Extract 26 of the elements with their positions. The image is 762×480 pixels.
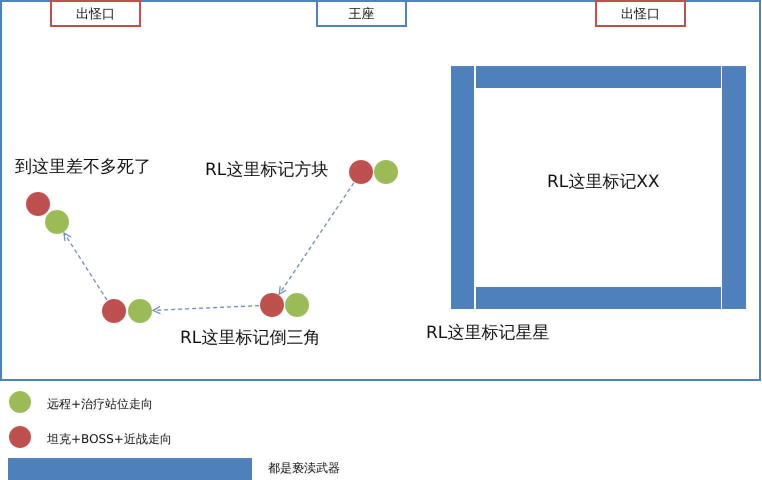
- legend-text: 都是亵渎武器: [268, 461, 340, 476]
- note-text: RL这里标记倒三角: [180, 328, 320, 348]
- legend-text: 坦克+BOSS+近战走向: [47, 432, 172, 446]
- position-marker: [128, 299, 152, 323]
- weapon-bar: [476, 287, 721, 309]
- spawn-label-box: 出怪口: [595, 0, 686, 27]
- position-marker: [374, 160, 398, 184]
- weapon-bar: [451, 66, 474, 309]
- position-marker: [260, 293, 284, 317]
- note-text: RL这里标记星星: [426, 323, 550, 344]
- dashed-arrow: [152, 304, 260, 314]
- legend-text: 远程+治疗站位走向: [47, 397, 154, 412]
- position-marker: [349, 160, 373, 184]
- weapon-bar: [476, 66, 721, 88]
- position-marker: [26, 192, 50, 216]
- note-text: 到这里差不多死了: [15, 157, 151, 178]
- position-marker: [102, 299, 126, 323]
- weapon-bar: [722, 66, 746, 309]
- note-text: RL这里标记XX: [547, 172, 660, 192]
- dashed-arrow: [278, 182, 354, 295]
- position-marker: [45, 210, 69, 234]
- position-marker: [285, 293, 309, 317]
- note-text: RL这里标记方块: [205, 160, 328, 180]
- spawn-label-box: 出怪口: [50, 0, 141, 27]
- dashed-arrow: [63, 232, 108, 300]
- spawn-label-box: 王座: [316, 0, 407, 27]
